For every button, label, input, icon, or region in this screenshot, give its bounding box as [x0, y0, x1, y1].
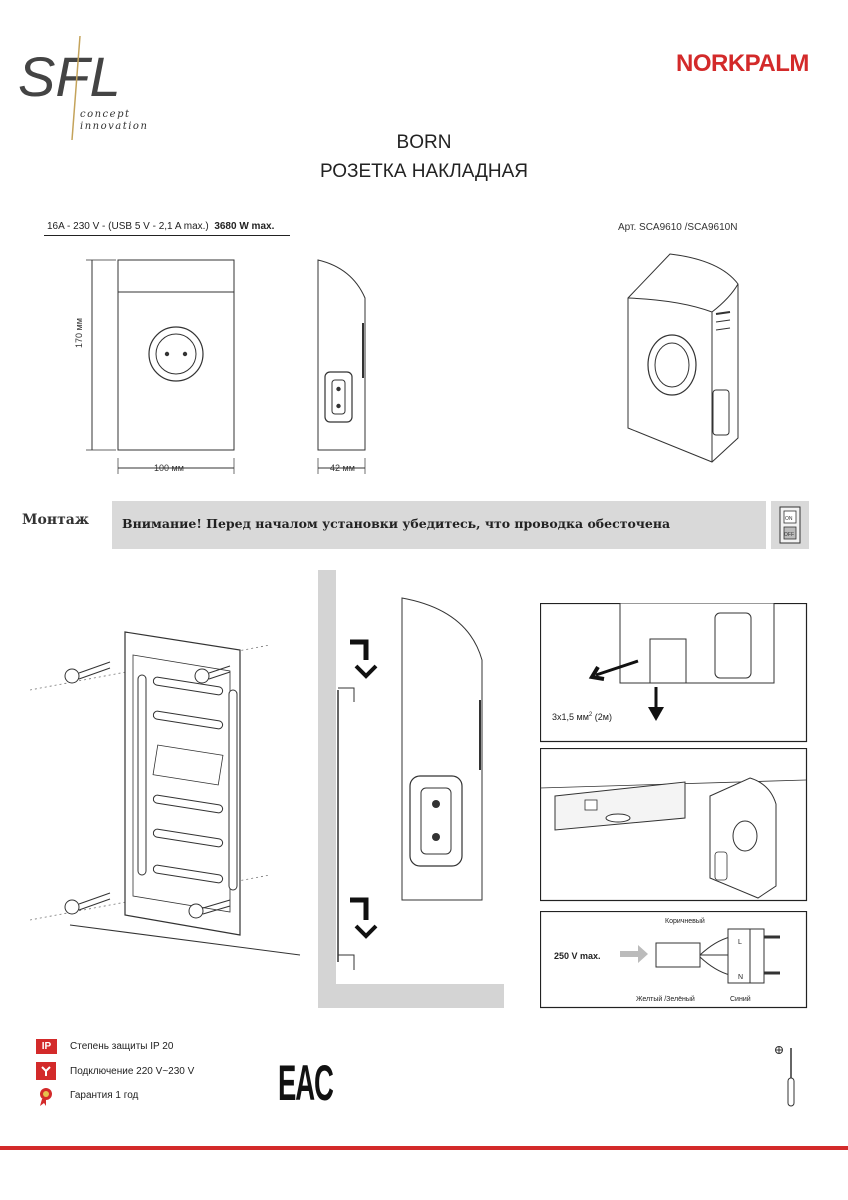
screwdriver-icon: [774, 1040, 804, 1114]
spec-underline: [44, 235, 290, 236]
dim-width: 100 мм: [154, 463, 184, 473]
spec-line: 16A - 230 V - (USB 5 V - 2,1 A max.) 368…: [47, 221, 274, 232]
dim-height: 170 мм: [74, 318, 84, 348]
spec-text: 16A - 230 V - (USB 5 V - 2,1 A max.): [47, 221, 209, 232]
product-subtitle: РОЗЕТКА НАКЛАДНАЯ: [319, 161, 529, 182]
cable-size: 3х1,5 мм: [552, 712, 589, 722]
spec-power: 3680 W max.: [214, 221, 275, 232]
product-3d-view: [627, 253, 739, 463]
warranty-text: Гарантия 1 год: [70, 1090, 139, 1101]
wiring-connection-box: [540, 603, 808, 743]
cable-length: (2м): [594, 712, 612, 722]
warning-text: Внимание! Перед началом установки убедит…: [122, 516, 671, 531]
cable-size-sup: 2: [588, 712, 593, 718]
article-number: Арт. SCA9610 /SCA9610N: [618, 222, 738, 233]
product-title: BORN: [396, 132, 452, 153]
brand-logo: NORKPALM: [676, 50, 809, 77]
yellow-green-wire-label: Желтый /Зелёный: [636, 995, 695, 1003]
terminal-n: N: [738, 974, 743, 981]
cable-spec: 3х1,5 мм2 (2м): [552, 712, 612, 722]
terminal-wiring-box: 250 V max. L N Коричневый Желтый /Зелёны…: [540, 911, 808, 1009]
voltage-label: 250 V max.: [554, 951, 601, 961]
sfl-logo: SFL: [8, 28, 188, 143]
mounting-label: Монтаж: [22, 512, 89, 528]
eac-mark: EAC: [278, 1055, 334, 1111]
switch-on-label: ON: [785, 516, 793, 522]
ip-text: Степень защиты IP 20: [70, 1041, 174, 1052]
logo-tagline: concept innovation: [80, 109, 148, 133]
wall-hanging-diagram: [318, 570, 504, 1008]
terminal-l: L: [738, 939, 742, 946]
ip-badge-icon: IP: [36, 1039, 57, 1054]
switch-off-label: OFF: [784, 532, 794, 538]
installed-view-box: [540, 748, 808, 902]
connection-text: Подключение 220 V~230 V: [70, 1066, 195, 1077]
mounting-plate-diagram: [30, 631, 301, 956]
logo-tagline-concept: concept: [80, 109, 131, 120]
plug-icon: [36, 1062, 56, 1084]
blue-wire-label: Синий: [730, 995, 751, 1003]
logo-letters: SFL: [18, 45, 121, 108]
footer-red-line: [0, 1146, 848, 1150]
brown-wire-label: Коричневый: [665, 917, 705, 925]
warning-bar: [112, 501, 766, 549]
warranty-medal-icon: [37, 1087, 55, 1111]
dimension-drawing: [86, 259, 366, 474]
logo-tagline-innovation: innovation: [80, 121, 149, 132]
power-switch-icon: ON OFF: [771, 501, 809, 549]
dim-depth: 42 мм: [330, 463, 355, 473]
